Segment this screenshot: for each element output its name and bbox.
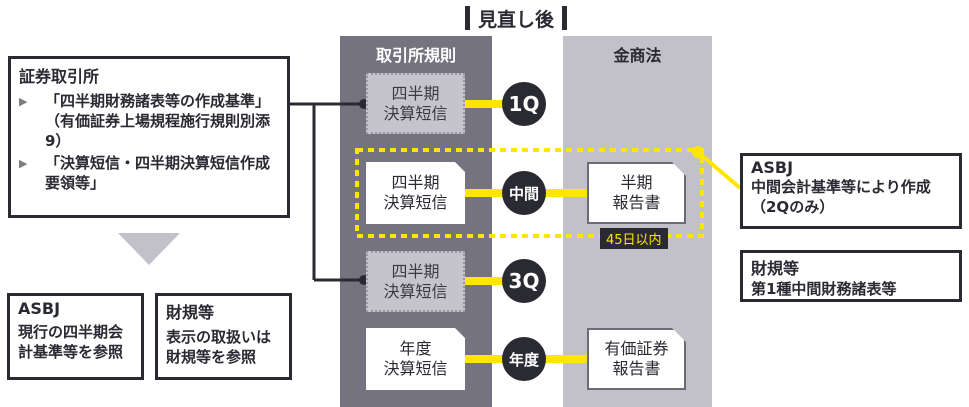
asbj-interim-line-2: （2Qのみ） <box>751 198 835 216</box>
page-fold-icon <box>672 162 686 176</box>
zaiki-current-title: 財規等 <box>166 303 215 322</box>
stock-exchange-item-2: ▶ 「決算短信・四半期決算短信作成要領等」 <box>19 153 279 193</box>
page-fold-icon <box>672 328 686 342</box>
doc-line-1: 年度 <box>399 339 432 358</box>
stock-exchange-box: 証券取引所 ▶ 「四半期財務諸表等の作成基準」（有価証券上場規程施行規則別添9）… <box>8 56 290 218</box>
doc-line-2: 報告書 <box>612 193 661 212</box>
link-1q <box>465 100 510 108</box>
deadline-badge: 45日以内 <box>600 228 668 249</box>
zaiki-current-box: 財規等 表示の取扱いは 財規等を参照 <box>155 293 292 380</box>
asbj-current-box: ASBJ 現行の四半期会 計基準等を参照 <box>7 293 144 380</box>
quarterly-tanshin-interim-doc: 四半期 決算短信 <box>366 160 467 224</box>
asbj-interim-line-1: 中間会計基準等により作成 <box>751 178 931 196</box>
zaiki-current-line-1: 表示の取扱いは <box>166 328 272 346</box>
period-1q-badge: 1Q <box>502 82 546 126</box>
zaiki-interim-box: 財規等 第1種中間財務諸表等 <box>740 250 962 302</box>
asbj-current-title: ASBJ <box>18 299 61 318</box>
period-interim-badge: 中間 <box>502 171 546 215</box>
stock-exchange-title: 証券取引所 <box>19 67 100 86</box>
link-3q <box>465 277 510 285</box>
doc-line-2: 決算短信 <box>383 193 448 212</box>
asbj-interim-box: ASBJ 中間会計基準等により作成 （2Qのみ） <box>740 153 962 229</box>
asbj-interim-title: ASBJ <box>751 158 794 177</box>
securities-report-doc: 有価証券 報告書 <box>587 328 686 390</box>
zaiki-interim-title: 財規等 <box>751 259 800 278</box>
doc-line-1: 半期 <box>620 173 653 192</box>
zaiki-interim-line-1: 第1種中間財務諸表等 <box>751 280 897 298</box>
page-fold-icon <box>453 326 467 340</box>
semiannual-report-doc: 半期 報告書 <box>587 162 686 224</box>
title-bar-left <box>465 6 470 30</box>
bullet-triangle-icon: ▶ <box>19 95 28 108</box>
period-3q-badge: 3Q <box>502 259 546 303</box>
exchange-rules-heading: 取引所規則 <box>375 46 456 65</box>
title-bar-right <box>562 6 568 30</box>
asbj-current-line-1: 現行の四半期会 <box>18 323 124 341</box>
doc-line-2: 報告書 <box>612 359 661 378</box>
asbj-pointer-line <box>696 150 742 190</box>
annual-tanshin-doc: 年度 決算短信 <box>366 326 467 390</box>
fiea-heading: 金商法 <box>613 46 662 65</box>
stock-exchange-item-1-text: 「四半期財務諸表等の作成基準」（有価証券上場規程施行規則別添9） <box>45 92 271 150</box>
asbj-current-line-2: 計基準等を参照 <box>18 343 124 361</box>
down-arrow-icon <box>118 233 180 265</box>
doc-line-1: 四半期 <box>391 83 440 103</box>
doc-line-1: 有価証券 <box>604 339 669 358</box>
period-annual-badge: 年度 <box>502 337 546 381</box>
page-fold-icon <box>453 160 467 174</box>
stock-exchange-item-2-text: 「決算短信・四半期決算短信作成要領等」 <box>45 154 271 192</box>
asbj-pointer-dot <box>692 146 704 158</box>
interim-highlight-frame <box>355 148 704 238</box>
title-text: 見直し後 <box>478 8 555 31</box>
quarterly-tanshin-1q-doc: 四半期 決算短信 <box>366 73 465 134</box>
zaiki-current-line-2: 財規等を参照 <box>166 348 257 366</box>
doc-line-2: 決算短信 <box>383 359 448 378</box>
quarterly-tanshin-3q-doc: 四半期 決算短信 <box>366 251 465 312</box>
doc-line-2: 決算短信 <box>383 281 448 301</box>
stock-exchange-item-1: ▶ 「四半期財務諸表等の作成基準」（有価証券上場規程施行規則別添9） <box>19 91 279 151</box>
doc-line-1: 四半期 <box>391 261 440 281</box>
diagram-title: 見直し後 <box>465 4 568 32</box>
doc-line-2: 決算短信 <box>383 103 448 123</box>
bullet-triangle-icon: ▶ <box>19 157 28 170</box>
doc-line-1: 四半期 <box>391 173 440 192</box>
